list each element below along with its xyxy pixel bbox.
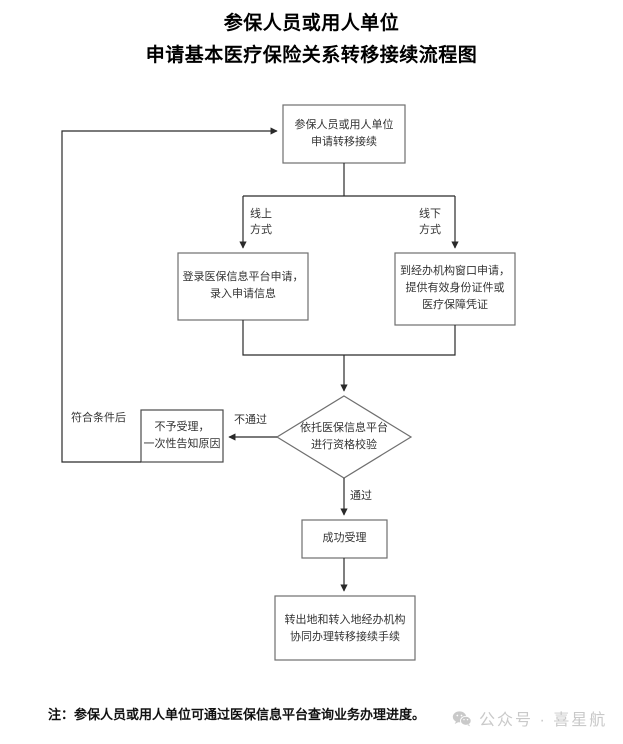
edge-label-online-line-1: 线上 <box>250 208 272 220</box>
node-start-box <box>282 104 406 164</box>
edge-label-online: 线上 方式 <box>250 206 272 238</box>
title-line-2: 申请基本医疗保险关系转移接续流程图 <box>145 45 478 66</box>
node-online-box <box>177 252 309 321</box>
edge-reject-loopback-to-start <box>61 127 278 463</box>
node-reject-box <box>140 409 224 463</box>
node-offline-box <box>394 252 516 326</box>
edge-online-to-merge <box>242 320 344 356</box>
wechat-icon <box>452 710 472 726</box>
edge-label-fail: 不通过 <box>234 414 267 426</box>
edge-label-offline-line-2: 方式 <box>419 224 441 236</box>
watermark: 公众号 · 喜星航 <box>452 706 607 730</box>
edge-offline-to-merge <box>344 325 456 356</box>
node-transfer-box <box>274 595 416 661</box>
edge-label-offline: 线下 方式 <box>419 206 441 238</box>
footer-note: 注：参保人员或用人单位可通过医保信息平台查询业务办理进度。 <box>48 707 426 722</box>
node-verify-diamond <box>275 395 413 479</box>
watermark-text: 公众号 · 喜星航 <box>479 712 608 729</box>
edge-label-pass: 通过 <box>350 490 372 502</box>
edge-label-online-line-2: 方式 <box>250 224 272 236</box>
edge-label-offline-line-1: 线下 <box>419 208 441 220</box>
node-accept-box <box>301 519 388 559</box>
edge-label-loopback: 符合条件后 <box>71 412 126 424</box>
title-line-1: 参保人员或用人单位 <box>223 13 400 34</box>
page-title: 参保人员或用人单位 申请基本医疗保险关系转移接续流程图 <box>0 8 623 72</box>
